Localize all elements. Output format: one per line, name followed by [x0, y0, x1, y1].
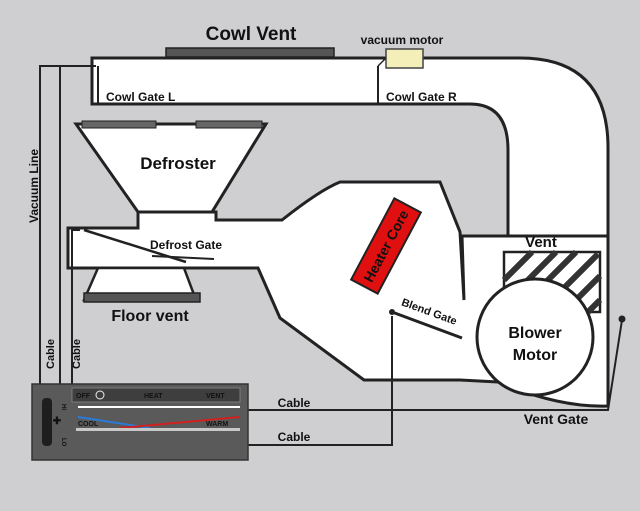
- cable-cowl: [59, 65, 96, 390]
- cowl-duct: [90, 56, 610, 238]
- floor-vent-label: Floor vent: [111, 308, 189, 325]
- temp-slider-track[interactable]: [76, 428, 240, 431]
- blend-gate-pivot: [389, 309, 395, 315]
- vacuum-motor-rod: [377, 57, 387, 67]
- vent-label: Vent: [525, 234, 557, 251]
- defroster-vent-right: [195, 120, 263, 129]
- vent-gate-label: Vent Gate: [524, 411, 589, 427]
- mode-vent-label: VENT: [206, 393, 225, 400]
- fan-hi-label: HI: [60, 404, 66, 410]
- cable-defrost: [71, 229, 80, 390]
- fan-lo-label: LO: [60, 438, 66, 447]
- cable-left-2-label: Cable: [71, 339, 83, 369]
- floor-vent-grille: [83, 292, 201, 303]
- defroster-vent-left: [81, 120, 157, 129]
- defroster-label: Defroster: [140, 154, 216, 173]
- mode-strip: [71, 387, 241, 403]
- defrost-mode-icon: [95, 390, 105, 400]
- defrost-gate-label: Defrost Gate: [150, 238, 222, 252]
- vacuum-motor-label: vacuum motor: [361, 33, 444, 47]
- cable-top-label: Cable: [278, 396, 311, 410]
- mode-heat-label: HEAT: [144, 393, 163, 400]
- cowl-vent-label: Cowl Vent: [206, 24, 297, 45]
- blend-gate-line: [391, 310, 463, 340]
- vacuum-line-label: Vacuum Line: [27, 149, 41, 223]
- warm-line: [119, 416, 241, 429]
- cowl-vent-opening: [165, 47, 335, 58]
- fan-plus-icon: ✚: [53, 416, 62, 427]
- mode-off-label: OFF: [76, 393, 91, 400]
- cable-blend: [248, 316, 393, 446]
- control-panel: OFF HEAT VENT COOL WARM HI LO ✚: [31, 383, 249, 461]
- vacuum-motor: [385, 48, 424, 69]
- cowl-gate-r-label: Cowl Gate R: [386, 90, 457, 104]
- cable-bottom-label: Cable: [278, 430, 311, 444]
- blower-label: Blower: [508, 325, 561, 342]
- cable-vent-gate: [248, 319, 623, 411]
- defrost-gate-lever: [151, 255, 215, 260]
- vent-gate-pivot: [618, 315, 626, 323]
- temp-warm-label: WARM: [206, 421, 228, 428]
- fan-speed-slider[interactable]: [42, 398, 52, 446]
- temp-cool-label: COOL: [78, 421, 99, 428]
- cable-left-1-label: Cable: [45, 339, 57, 369]
- cowl-gate-l-label: Cowl Gate L: [106, 90, 175, 104]
- motor-label: Motor: [513, 347, 557, 364]
- blower-motor: [475, 277, 595, 397]
